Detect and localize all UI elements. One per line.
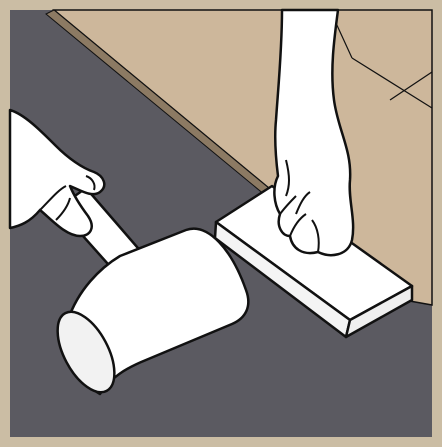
flooring-installation-illustration: [0, 0, 442, 447]
illustration-frame: [0, 0, 442, 447]
